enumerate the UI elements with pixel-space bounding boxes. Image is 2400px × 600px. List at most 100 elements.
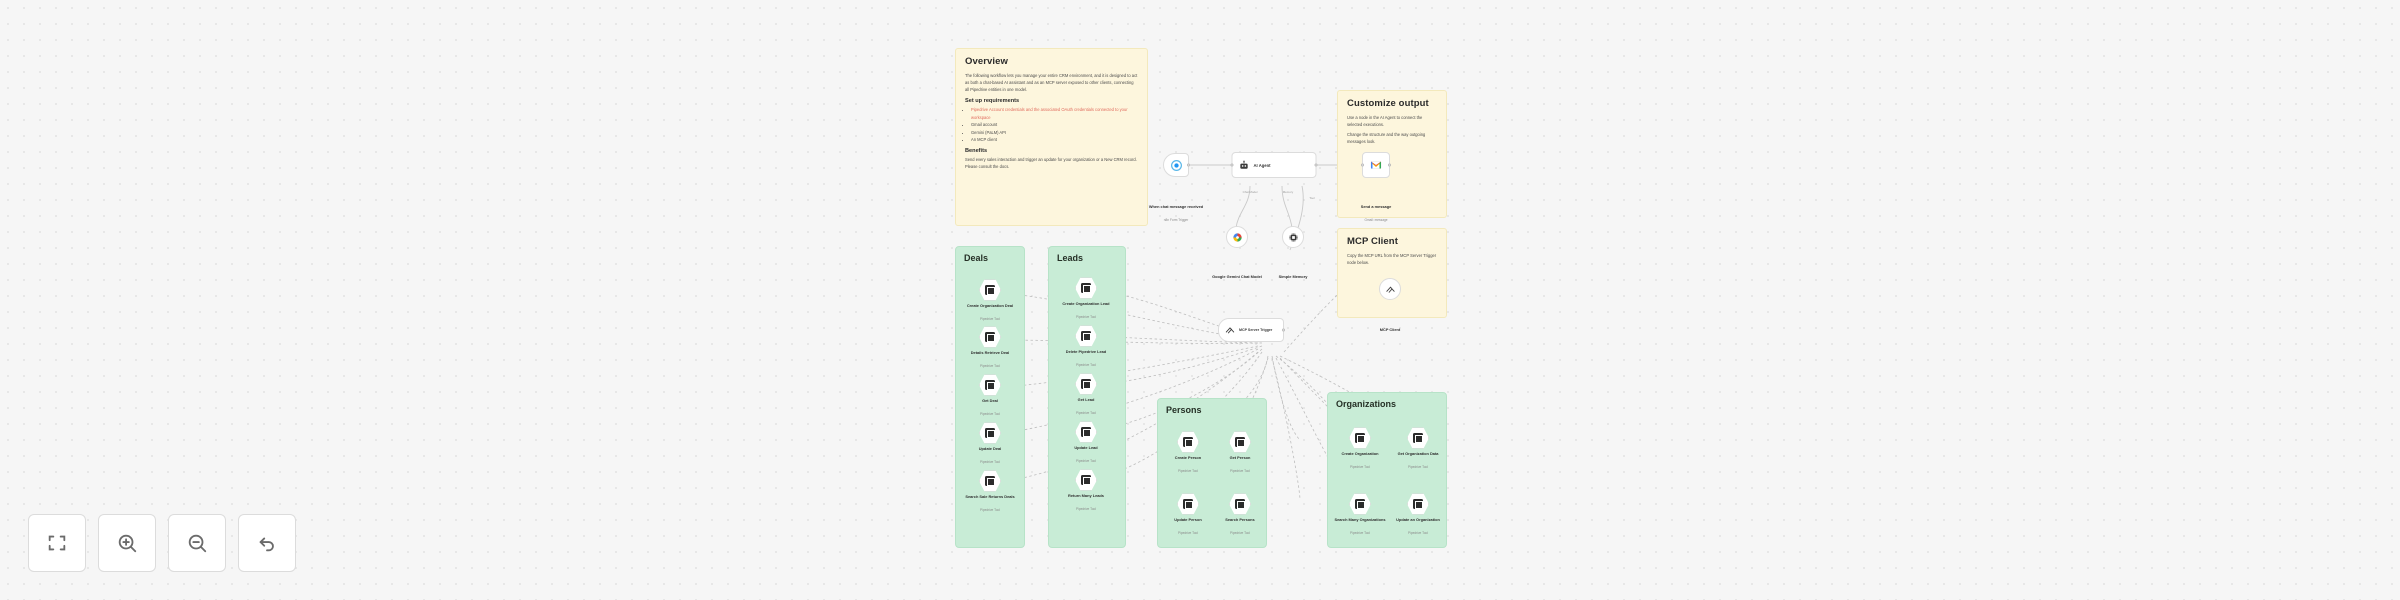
sticky-note-customize-output[interactable]: Customize output Use a node in the AI Ag…	[1337, 90, 1447, 218]
group-organizations-title: Organizations	[1336, 399, 1397, 409]
node-chat-trigger[interactable]	[1163, 153, 1190, 177]
pipedrive-tool-icon	[979, 470, 1001, 492]
sticky-note-overview[interactable]: Overview The following workflow lets you…	[955, 48, 1148, 226]
list-item: Gmail account	[971, 121, 1138, 128]
node-mcp-server-label: MCP Server Trigger	[1239, 327, 1273, 332]
pipedrive-tool-icon	[1407, 493, 1429, 515]
pipedrive-tool-icon	[1177, 493, 1199, 515]
pipedrive-tool-icon	[1229, 493, 1251, 515]
node-label: Get Deal	[982, 398, 998, 403]
mcp-client-title: MCP Client	[1347, 236, 1398, 247]
node-organizations-1[interactable]: Get Organization Data Pipedrive Tool	[1398, 427, 1438, 469]
node-chat-trigger-sub: n8n Form Trigger	[1163, 218, 1189, 222]
node-gemini-chat-model[interactable]	[1226, 226, 1248, 248]
node-sublabel: Pipedrive Tool	[1076, 363, 1096, 367]
node-sublabel: Pipedrive Tool	[1350, 465, 1370, 469]
zoom-to-fit-icon	[48, 535, 66, 551]
node-organizations-0[interactable]: Create Organization Pipedrive Tool	[1342, 427, 1378, 469]
pipedrive-tool-icon	[1075, 373, 1097, 395]
node-label: Update Lead	[1074, 445, 1098, 450]
node-sublabel: Pipedrive Tool	[1076, 507, 1096, 511]
node-persons-1[interactable]: Get Person Pipedrive Tool	[1229, 431, 1251, 473]
node-sublabel: Pipedrive Tool	[1178, 531, 1198, 535]
node-ai-agent[interactable]: AI Agent	[1230, 152, 1318, 178]
connector-label-chat-model: Chat Model	[1242, 190, 1258, 194]
node-persons-3[interactable]: Search Persons Pipedrive Tool	[1225, 493, 1255, 535]
node-label: Search Sale Returns Deals	[965, 494, 1015, 499]
node-sublabel: Pipedrive Tool	[1178, 469, 1198, 473]
node-simple-memory[interactable]	[1282, 226, 1304, 248]
output-port[interactable]	[1388, 163, 1391, 167]
overview-benefits-heading: Benefits	[965, 148, 988, 155]
node-leads-4[interactable]: Return Many Leads Pipedrive Tool	[1068, 469, 1104, 511]
node-persons-2[interactable]: Update Person Pipedrive Tool	[1174, 493, 1202, 535]
node-sublabel: Pipedrive Tool	[1230, 469, 1250, 473]
node-leads-3[interactable]: Update Lead Pipedrive Tool	[1074, 421, 1098, 463]
pipedrive-tool-icon	[1349, 427, 1371, 449]
node-label: Search Many Organizations	[1334, 517, 1386, 522]
node-organizations-3[interactable]: Update an Organization Pipedrive Tool	[1396, 493, 1440, 535]
output-port[interactable]	[1314, 163, 1318, 167]
node-deals-4[interactable]: Search Sale Returns Deals Pipedrive Tool	[965, 470, 1015, 512]
overview-setup-list: Pipedrive Account credentials and the as…	[971, 106, 1138, 143]
node-deals-3[interactable]: Update Deal Pipedrive Tool	[979, 422, 1001, 464]
zoom-to-fit-button[interactable]	[28, 514, 86, 572]
node-sublabel: Pipedrive Tool	[1408, 465, 1428, 469]
node-leads-2[interactable]: Get Lead Pipedrive Tool	[1075, 373, 1097, 415]
node-label: Get Organization Data	[1397, 451, 1439, 456]
group-organizations[interactable]: Organizations	[1327, 392, 1447, 548]
mcp-client-icon	[1385, 286, 1395, 293]
group-leads-title: Leads	[1057, 253, 1084, 263]
bullet-link[interactable]: Pipedrive Account credentials and the as…	[971, 107, 1128, 120]
canvas-controls	[28, 514, 296, 572]
group-persons[interactable]: Persons	[1157, 398, 1267, 548]
pipedrive-tool-icon	[1229, 431, 1251, 453]
node-deals-1[interactable]: Details Retrieve Deal Pipedrive Tool	[971, 326, 1009, 368]
node-deals-2[interactable]: Get Deal Pipedrive Tool	[979, 374, 1001, 416]
node-sublabel: Pipedrive Tool	[980, 460, 1000, 464]
reset-zoom-button[interactable]	[238, 514, 296, 572]
sticky-note-mcp-client[interactable]: MCP Client Copy the MCP URL from the MCP…	[1337, 228, 1447, 318]
output-port[interactable]	[1282, 328, 1285, 332]
zoom-in-button[interactable]	[98, 514, 156, 572]
node-mcp-client[interactable]	[1379, 278, 1401, 300]
node-persons-0[interactable]: Create Person Pipedrive Tool	[1175, 431, 1201, 473]
node-sublabel: Pipedrive Tool	[1350, 531, 1370, 535]
node-sublabel: Pipedrive Tool	[980, 364, 1000, 368]
pipedrive-tool-icon	[1075, 277, 1097, 299]
overview-benefits-text: Send every sales interaction and trigger…	[965, 157, 1137, 170]
node-label: Return Many Leads	[1068, 493, 1104, 498]
chat-trigger-icon	[1170, 159, 1182, 171]
gemini-icon	[1232, 232, 1242, 242]
node-label: Delete Pipedrive Lead	[1065, 349, 1107, 354]
connector-label-memory: Memory	[1282, 190, 1294, 194]
node-gemini-label: Google Gemini Chat Model	[1212, 274, 1262, 279]
output-port[interactable]	[1187, 163, 1190, 167]
pipedrive-tool-icon	[979, 374, 1001, 396]
node-mcp-server-trigger[interactable]: MCP Server Trigger	[1218, 318, 1285, 342]
overview-paragraph: The following workflow lets you manage y…	[965, 73, 1138, 93]
node-gmail-label: Send a message	[1360, 204, 1392, 209]
node-label: Get Person	[1229, 455, 1251, 460]
node-leads-1[interactable]: Delete Pipedrive Lead Pipedrive Tool	[1066, 325, 1106, 367]
node-sublabel: Pipedrive Tool	[1076, 459, 1096, 463]
node-label: Create Person	[1174, 455, 1202, 460]
node-label: Create Organization	[1341, 451, 1379, 456]
node-deals-0[interactable]: Create Organization Deal Pipedrive Tool	[967, 279, 1013, 321]
node-label: Update an Organization	[1396, 517, 1440, 522]
node-label: Create Organization Deal	[966, 303, 1014, 308]
pipedrive-tool-icon	[1075, 469, 1097, 491]
input-port[interactable]	[1361, 163, 1364, 167]
node-leads-0[interactable]: Create Organization Lead Pipedrive Tool	[1062, 277, 1110, 319]
node-label: Create Organization Lead	[1062, 301, 1110, 306]
node-gmail-send[interactable]	[1361, 152, 1391, 178]
zoom-out-button[interactable]	[168, 514, 226, 572]
node-organizations-2[interactable]: Search Many Organizations Pipedrive Tool	[1334, 493, 1386, 535]
node-sublabel: Pipedrive Tool	[1408, 531, 1428, 535]
node-gmail-sub: Gmail: message	[1364, 218, 1388, 222]
node-label: Update Deal	[978, 446, 1002, 451]
overview-setup-heading: Set up requirements	[965, 98, 1020, 105]
memory-icon	[1288, 232, 1298, 242]
input-port[interactable]	[1230, 163, 1234, 167]
